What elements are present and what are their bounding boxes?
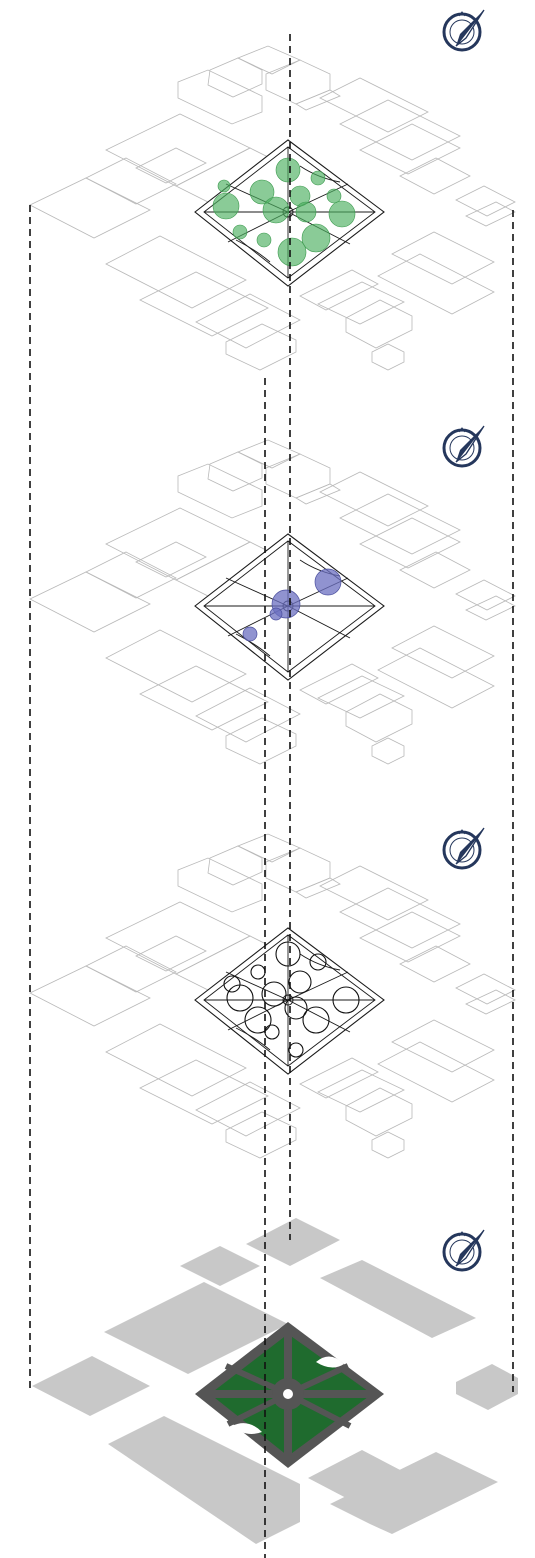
tree-canopy <box>315 569 341 595</box>
tree-canopy <box>278 238 306 266</box>
tree-canopy <box>257 233 271 247</box>
tree-canopy <box>311 171 325 185</box>
layer-trees-outline <box>30 834 515 1158</box>
tree-canopy <box>263 197 289 223</box>
layer-trees-blue <box>30 440 515 764</box>
north-arrow-icon <box>444 828 484 868</box>
north-arrow-icon <box>444 10 484 50</box>
tree-canopy <box>327 189 341 203</box>
tree-canopy <box>243 627 257 641</box>
layer-base-ground <box>32 1218 518 1544</box>
tree-canopy <box>233 225 247 239</box>
tree-canopy <box>270 608 282 620</box>
tree-canopy <box>302 224 330 252</box>
tree-canopy <box>276 158 300 182</box>
tree-canopy <box>296 202 316 222</box>
north-arrow-icon <box>444 426 484 466</box>
layer-trees-green <box>30 46 515 370</box>
tree-canopy <box>218 180 230 192</box>
tree-canopy <box>213 193 239 219</box>
tree-canopy <box>329 201 355 227</box>
north-arrow-icon <box>444 1230 484 1270</box>
